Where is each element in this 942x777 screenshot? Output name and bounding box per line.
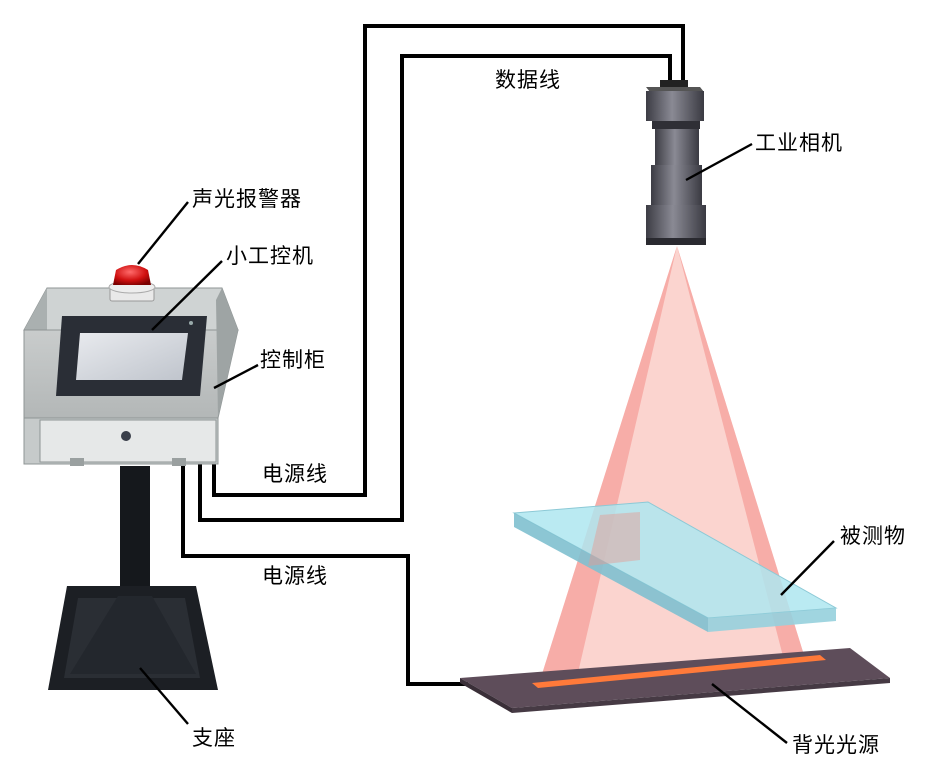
- stand-base: [48, 466, 218, 690]
- industrial-camera: [646, 80, 706, 245]
- leader-lines: [137, 142, 835, 744]
- cabinet-label: 控制柜: [260, 348, 326, 372]
- camera-label: 工业相机: [755, 131, 843, 155]
- data-cable-label: 数据线: [495, 68, 561, 92]
- data-cable: [198, 24, 685, 522]
- object-label: 被测物: [840, 524, 906, 548]
- backlight-source: [460, 648, 890, 713]
- sound-light-alarm: [108, 265, 156, 302]
- power-cable: [181, 463, 468, 686]
- power-cable-label-2: 电源线: [262, 564, 328, 588]
- ipc-label: 小工控机: [226, 244, 314, 268]
- backlight-label: 背光光源: [792, 733, 880, 757]
- alarm-label: 声光报警器: [192, 187, 302, 211]
- industrial-pc: [56, 316, 207, 396]
- stand-base-label: 支座: [192, 726, 236, 750]
- measured-object: [512, 501, 838, 632]
- power-cable-label-1: 电源线: [262, 462, 328, 486]
